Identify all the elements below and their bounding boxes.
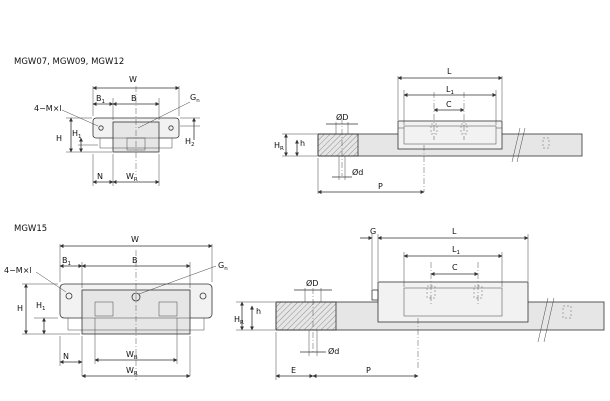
- dim-n: N: [97, 172, 103, 181]
- dim-w-lg: W: [131, 235, 139, 244]
- side-view-large: [236, 234, 605, 380]
- dim-w: W: [129, 75, 137, 84]
- dim-hr: HR: [274, 141, 284, 152]
- dim-wb-lg: WB: [126, 350, 138, 361]
- dim-h1-lg: H1: [36, 301, 46, 312]
- side-view-small: [282, 76, 583, 194]
- dim-b-lg: B: [132, 256, 138, 265]
- dim-m: 4−M×l: [34, 104, 62, 113]
- dim-c-lg: C: [452, 263, 458, 272]
- dim-h: H: [56, 134, 62, 143]
- dim-l-lg: L: [452, 227, 457, 236]
- section-title-mgw07-09-12: MGW07, MGW09, MGW12: [14, 57, 124, 67]
- dim-m-lg: 4−M×l: [4, 266, 32, 275]
- dim-b: B: [131, 94, 137, 103]
- dim-id: Ød: [352, 167, 363, 177]
- dim-l1: L1: [446, 85, 454, 96]
- dim-wr: WR: [126, 172, 138, 183]
- dim-l: L: [447, 67, 452, 76]
- dim-n-lg: N: [63, 352, 69, 361]
- dim-c: C: [446, 100, 452, 109]
- dim-wr-lg: WR: [126, 366, 138, 377]
- dim-h1: H1: [72, 129, 82, 140]
- dim-p: P: [378, 182, 383, 191]
- dim-od-lg: ØD: [306, 278, 318, 288]
- dim-b1: B1: [96, 94, 105, 105]
- section-title-mgw15: MGW15: [14, 224, 47, 234]
- front-view-large: [22, 244, 217, 380]
- dim-h-small-lg: h: [256, 307, 261, 316]
- dim-gn: Gn: [190, 93, 200, 104]
- dim-b1-lg: B1: [62, 256, 71, 267]
- front-view-small: [61, 86, 200, 186]
- dim-h-lg: H: [17, 304, 23, 313]
- dim-p-lg: P: [366, 366, 371, 375]
- dim-od: ØD: [336, 112, 348, 122]
- dim-id-lg: Ød: [328, 346, 339, 356]
- dim-e-lg: E: [291, 366, 296, 375]
- dim-l1-lg: L1: [452, 245, 460, 256]
- dim-hr-lg: HR: [234, 315, 244, 326]
- dim-h-small: h: [300, 139, 305, 148]
- dim-h2: H2: [185, 137, 195, 148]
- dim-gn-lg: Gn: [218, 261, 228, 272]
- dim-g-lg: G: [370, 227, 376, 236]
